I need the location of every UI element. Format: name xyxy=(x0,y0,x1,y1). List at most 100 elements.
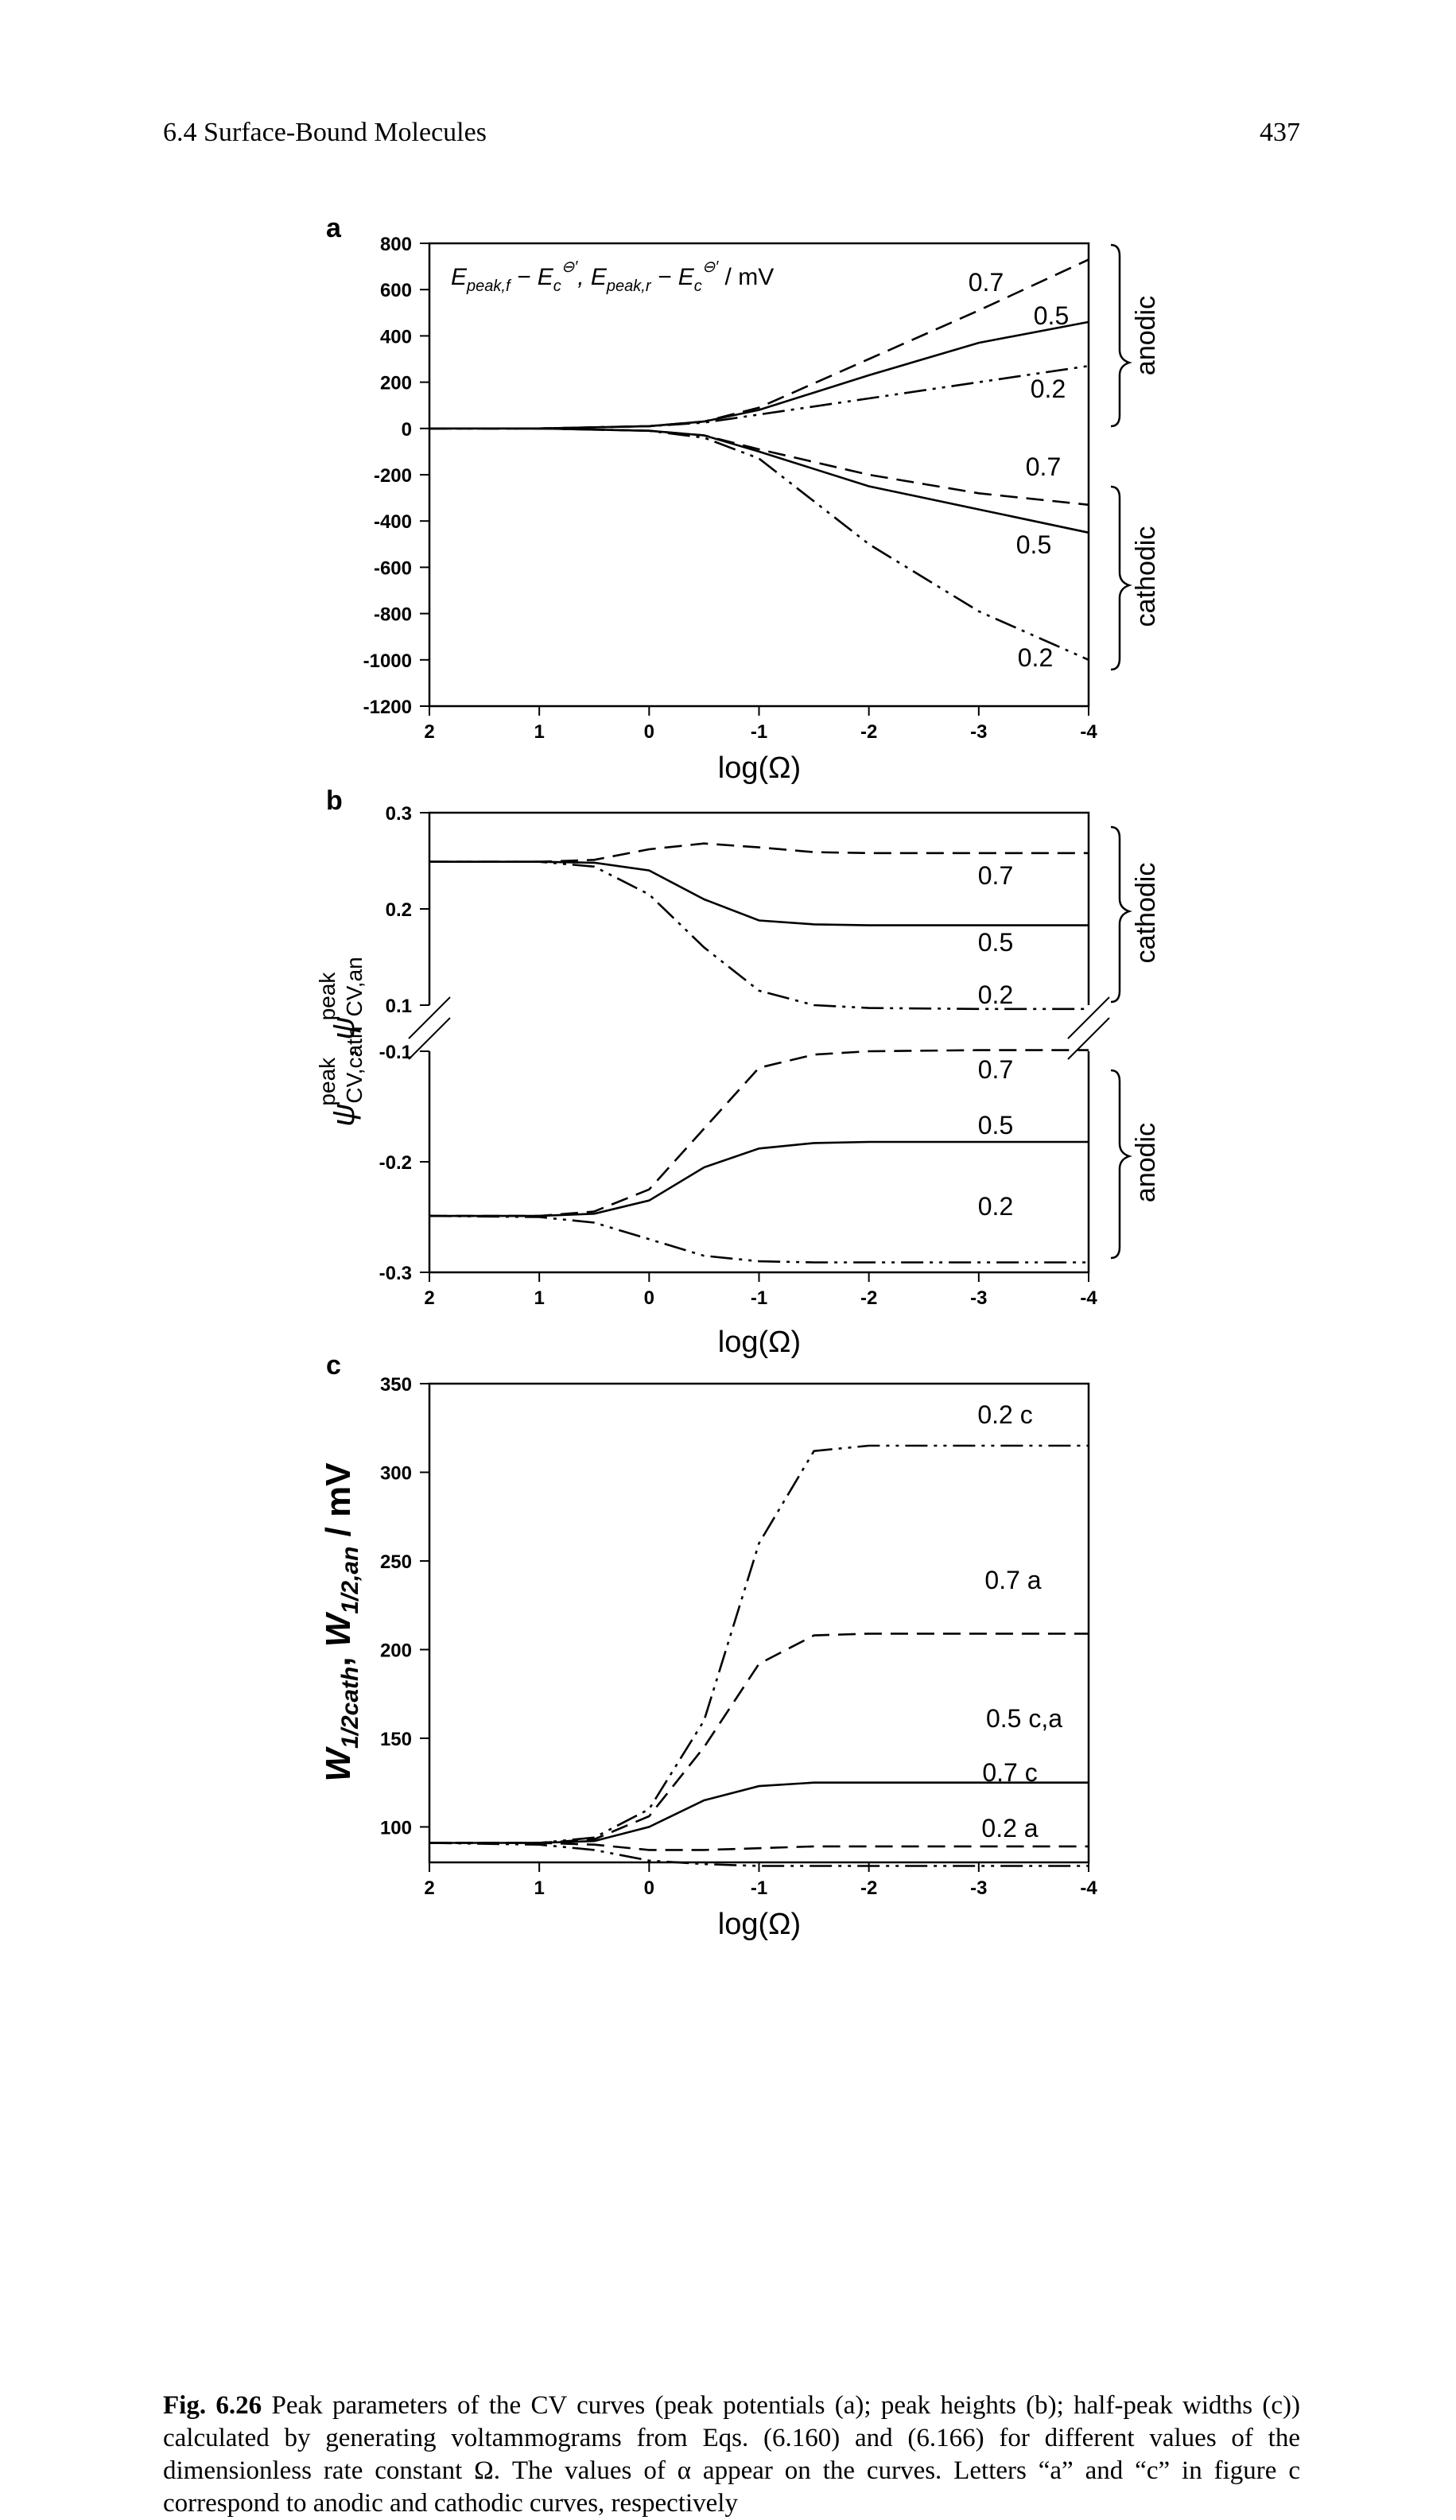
panel-letter-a: a xyxy=(326,213,342,243)
series-line-0-2-anodic xyxy=(429,364,1089,430)
series-line-0-7-c xyxy=(429,1842,1089,1851)
x-tick-label: -3 xyxy=(970,721,987,743)
panel-b-y-ticks: 0.30.20.1-0.1-0.2-0.3 xyxy=(379,803,429,1284)
curve-label: 0.2 xyxy=(1018,643,1053,672)
series-line-0-2-anodic xyxy=(429,1214,1089,1264)
y-tick-label: 300 xyxy=(380,1462,412,1484)
panel-letter-c: c xyxy=(326,1350,341,1380)
y-tick-label: 400 xyxy=(380,326,412,348)
x-tick-label: -3 xyxy=(970,1877,987,1899)
panel-b-lower-frame xyxy=(428,1051,1090,1274)
page-number: 437 xyxy=(1260,118,1300,147)
panel-b-x-ticks: 2 1 0 -1 -2 -3 -4 xyxy=(424,1272,1097,1309)
panel-a-series xyxy=(429,258,1089,661)
curve-label: 0.5 xyxy=(978,1111,1013,1140)
series-line-0-7-cathodic xyxy=(429,427,1089,507)
panel-b-curve-labels: 0.70.50.20.70.50.2 xyxy=(978,861,1013,1221)
curve-label: 0.2 xyxy=(1031,375,1066,403)
panel-a-inset-title: Epeak,f − Ec⊖′, Epeak,r − Ec⊖′ / mV xyxy=(451,258,774,295)
curve-label: 0.7 xyxy=(1026,452,1061,481)
curve-label: 0.7 a xyxy=(984,1566,1041,1594)
series-line-0-2-c xyxy=(429,1444,1089,1844)
x-tick-label: -2 xyxy=(860,1877,877,1899)
panel-a-frame xyxy=(428,242,1090,708)
y-tick-label: 200 xyxy=(380,1640,412,1661)
panel-b-x-axis-label: log(Ω) xyxy=(718,1326,801,1359)
series-line-0-2-a xyxy=(429,1842,1089,1867)
y-tick-label: 0.1 xyxy=(386,996,412,1017)
x-tick-label: 1 xyxy=(534,1877,544,1899)
panel-c-frame xyxy=(428,1382,1090,1864)
x-tick-label: -3 xyxy=(970,1287,987,1309)
figure-caption: Fig. 6.26 Peak parameters of the CV curv… xyxy=(163,2390,1300,2520)
panel-b-y-axis-label: ψCV,cathpeak, ψCV,anpeak xyxy=(315,957,367,1126)
panel-b-group-label-cathodic: cathodic xyxy=(1131,863,1161,964)
running-header: 6.4 Surface-Bound Molecules 437 xyxy=(163,118,1300,153)
series-line-0-7-cathodic xyxy=(429,842,1089,863)
y-tick-label: 150 xyxy=(380,1729,412,1750)
x-tick-label: 2 xyxy=(424,1877,434,1899)
panel-a-cathodic-brace xyxy=(1110,485,1132,671)
panel-a-curve-labels: 0.70.50.20.70.50.2 xyxy=(969,268,1069,672)
series-line-0-7-anodic xyxy=(429,258,1089,430)
panel-c-y-axis-label: W1/2cath, W1/2,an / mV xyxy=(319,1462,363,1782)
series-line-0-5-cathodic xyxy=(429,427,1089,534)
caption-label: Fig. 6.26 xyxy=(163,2391,262,2420)
panel-a-anodic-brace xyxy=(1110,243,1132,428)
curve-label: 0.5 c,a xyxy=(986,1704,1062,1733)
y-tick-label: 0.2 xyxy=(386,899,412,921)
y-tick-label: 350 xyxy=(380,1374,412,1396)
panel-letter-b: b xyxy=(326,786,343,816)
section-title: 6.4 Surface-Bound Molecules xyxy=(163,118,487,147)
curve-label: 0.2 xyxy=(978,1192,1013,1221)
x-tick-label: 1 xyxy=(534,1287,544,1309)
y-tick-label: 100 xyxy=(380,1817,412,1839)
y-tick-label: 200 xyxy=(380,373,412,394)
curve-label: 0.5 xyxy=(1016,530,1051,559)
x-tick-label: -4 xyxy=(1080,1877,1097,1899)
x-tick-label: -2 xyxy=(860,721,877,743)
panel-c-x-axis-label: log(Ω) xyxy=(718,1908,801,1941)
x-tick-label: 0 xyxy=(644,721,654,743)
panel-c-series xyxy=(429,1444,1089,1867)
x-tick-label: 0 xyxy=(644,1287,654,1309)
y-tick-label: -0.1 xyxy=(379,1042,412,1063)
series-line-0-5-c-a xyxy=(429,1781,1089,1844)
curve-label: 0.2 c xyxy=(977,1400,1032,1429)
x-tick-label: 2 xyxy=(424,1287,434,1309)
y-tick-label: -400 xyxy=(374,511,412,533)
panel-a: 8006004002000-200-400-600-800-1000-1200 … xyxy=(363,234,1161,785)
curve-label: 0.7 c xyxy=(982,1758,1037,1787)
curve-label: 0.2 xyxy=(978,980,1013,1009)
x-tick-label: -2 xyxy=(860,1287,877,1309)
x-tick-label: -4 xyxy=(1080,1287,1097,1309)
y-tick-label: -200 xyxy=(374,465,412,487)
series-line-0-2-cathodic xyxy=(429,860,1089,1011)
curve-label: 0.2 a xyxy=(981,1814,1038,1842)
y-tick-label: -600 xyxy=(374,557,412,579)
x-tick-label: -1 xyxy=(751,1287,767,1309)
y-tick-label: -0.2 xyxy=(379,1152,412,1174)
panel-b-y-axis-label-text: ψCV,cathpeak, ψCV,anpeak xyxy=(315,957,367,1126)
series-line-0-5-anodic xyxy=(429,320,1089,430)
panel-b-group-label-anodic: anodic xyxy=(1131,1123,1161,1202)
x-tick-label: 0 xyxy=(644,1877,654,1899)
x-tick-label: -1 xyxy=(751,721,767,743)
series-line-0-7-a xyxy=(429,1633,1089,1844)
series-line-0-5-anodic xyxy=(429,1140,1089,1217)
curve-label: 0.7 xyxy=(969,268,1004,297)
y-tick-label: 600 xyxy=(380,280,412,301)
series-line-0-7-anodic xyxy=(429,1049,1089,1217)
series-line-0-2-cathodic xyxy=(429,427,1089,661)
curve-label: 0.7 xyxy=(978,861,1013,890)
x-tick-label: -1 xyxy=(751,1877,767,1899)
panel-a-group-label-cathodic: cathodic xyxy=(1131,526,1161,627)
y-tick-label: -800 xyxy=(374,604,412,626)
y-tick-label: 0 xyxy=(402,419,412,441)
curve-label: 0.7 xyxy=(978,1055,1013,1084)
